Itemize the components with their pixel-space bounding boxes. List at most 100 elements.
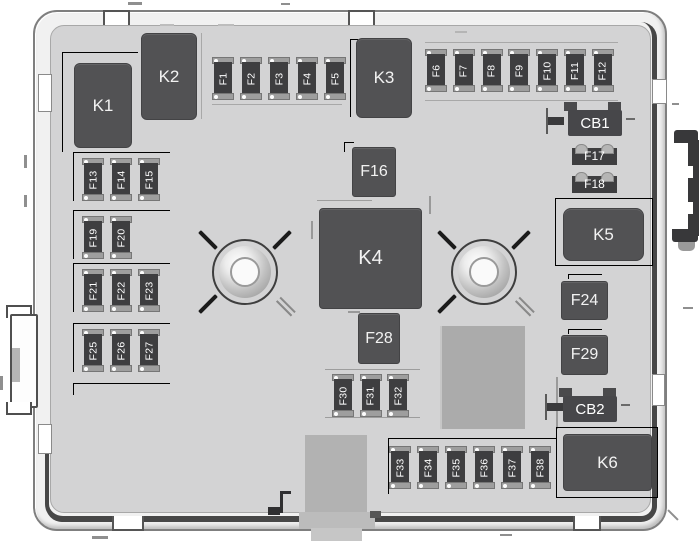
- fuse-f24-label: F24: [570, 291, 599, 309]
- cb2-terminal: [547, 403, 563, 411]
- cb1-label: CB1: [580, 114, 610, 132]
- fuse-terminal: [389, 482, 411, 489]
- cb1-tab: [608, 102, 621, 111]
- relay-k5: K5: [563, 208, 644, 261]
- fuse-terminal: [82, 365, 104, 372]
- fuse-body: F10: [538, 54, 557, 87]
- fuse-body: F32: [389, 379, 407, 412]
- fuse-f14: F14: [110, 158, 132, 201]
- fuse-f16: F16: [352, 147, 396, 197]
- fuse-terminal: [138, 305, 160, 312]
- right-mounting-bracket: [688, 140, 699, 236]
- tower-ring: [212, 239, 278, 305]
- fuse-f9: F9: [508, 49, 531, 92]
- right-bracket-notch: [688, 202, 693, 214]
- panel-groove-shadow-corner: [45, 442, 67, 522]
- fuse-label: F27: [143, 341, 155, 360]
- relay-k4: K4: [319, 208, 422, 309]
- fuse-body: F4: [298, 62, 316, 95]
- case-right-notch: [652, 79, 667, 104]
- socket-outline-fuse-row: [388, 438, 556, 494]
- fuse-f7: F7: [452, 49, 475, 92]
- relay-k6-label: K6: [597, 452, 618, 472]
- fuse-f13: F13: [82, 158, 104, 201]
- fuse-label: F21: [87, 281, 99, 300]
- fuse-terminal: [212, 93, 234, 100]
- fuse-body: F31: [361, 379, 380, 412]
- relay-k6: K6: [563, 434, 652, 491]
- case-left-notch: [38, 424, 52, 454]
- socket-outline-f16: [317, 200, 372, 201]
- fuse-label: F30: [337, 386, 349, 405]
- right-bracket-cap-bottom: [672, 229, 698, 242]
- relay-k3: K3: [356, 38, 412, 118]
- fuse-label: F13: [87, 170, 99, 189]
- socket-outline-fuse-row: [325, 417, 420, 418]
- fuse-body: F3: [270, 62, 288, 95]
- cb1-lead-line: [546, 108, 548, 134]
- fuse-f31: F31: [359, 374, 382, 417]
- cb1-terminal: [548, 117, 564, 125]
- fuse-f24: F24: [561, 281, 608, 320]
- fuse-f29: F29: [561, 335, 608, 375]
- fuse-label: F6: [429, 64, 442, 77]
- relay-k2-label: K2: [158, 66, 180, 86]
- fuse-body: F14: [112, 163, 130, 196]
- fuse-body: F12: [593, 54, 612, 87]
- fuse-body: F20: [112, 221, 130, 254]
- alignment-dash: [92, 536, 108, 539]
- fuse-terminal: [359, 410, 382, 417]
- socket-outline-k6: [556, 427, 658, 498]
- fuse-f21: F21: [82, 269, 104, 312]
- fuse-label: F22: [115, 281, 127, 300]
- fuse-terminal: [138, 194, 160, 201]
- tower-ring: [451, 239, 517, 305]
- socket-outline-k4: [429, 196, 431, 214]
- fuse-f27: F27: [138, 329, 160, 372]
- fuse-terminal: [296, 93, 318, 100]
- fuse-label: F4: [300, 72, 313, 85]
- case-right-notch: [652, 374, 665, 406]
- fuse-label: F31: [364, 386, 377, 405]
- socket-outline-empty-row: [73, 383, 170, 395]
- left-bracket-slot: [12, 348, 20, 382]
- cb2-tab: [559, 388, 572, 397]
- fuse-label: F23: [143, 281, 155, 300]
- fuse-label: F38: [534, 458, 546, 477]
- fuse-label: F9: [513, 64, 526, 77]
- fuse-f2: F2: [240, 57, 262, 100]
- fuse-body: F1: [214, 62, 232, 95]
- fuse-label: F32: [392, 386, 404, 405]
- fuse-f36: F36: [473, 446, 495, 489]
- fuse-body: F11: [566, 54, 584, 87]
- bottom-l-mark: [280, 491, 283, 513]
- fuse-f17-label: F17: [584, 149, 605, 163]
- fuse-body: F25: [84, 334, 102, 367]
- bottom-notch: [268, 507, 280, 515]
- fuse-label: F33: [394, 458, 406, 477]
- fuse-f29-label: F29: [570, 346, 599, 363]
- bottom-connector-block: [305, 435, 367, 514]
- fuse-f34: F34: [417, 446, 439, 489]
- circuit-breaker-cb2: CB2: [563, 396, 617, 422]
- fuse-label: F1: [216, 72, 229, 85]
- socket-outline-f28: [348, 311, 360, 313]
- fuse-terminal: [480, 85, 503, 92]
- fuse-body: F19: [84, 221, 102, 254]
- fuse-label: F3: [272, 72, 285, 85]
- fuse-terminal: [332, 410, 354, 417]
- socket-outline-k2: [201, 33, 202, 119]
- socket-outline-fuse-col: [73, 323, 170, 372]
- fuse-label: F19: [87, 228, 99, 247]
- fuse-label: F7: [457, 64, 470, 77]
- fuse-f23: F23: [138, 269, 160, 312]
- fuse-terminal: [324, 93, 346, 100]
- fuse-body: F2: [242, 62, 260, 95]
- fuse-terminal: [536, 85, 559, 92]
- fuse-terminal: [110, 252, 132, 259]
- fuse-label: F35: [450, 458, 462, 477]
- socket-outline-f16: [344, 142, 354, 152]
- right-bracket-notch: [688, 166, 693, 178]
- fuse-terminal: [425, 85, 447, 92]
